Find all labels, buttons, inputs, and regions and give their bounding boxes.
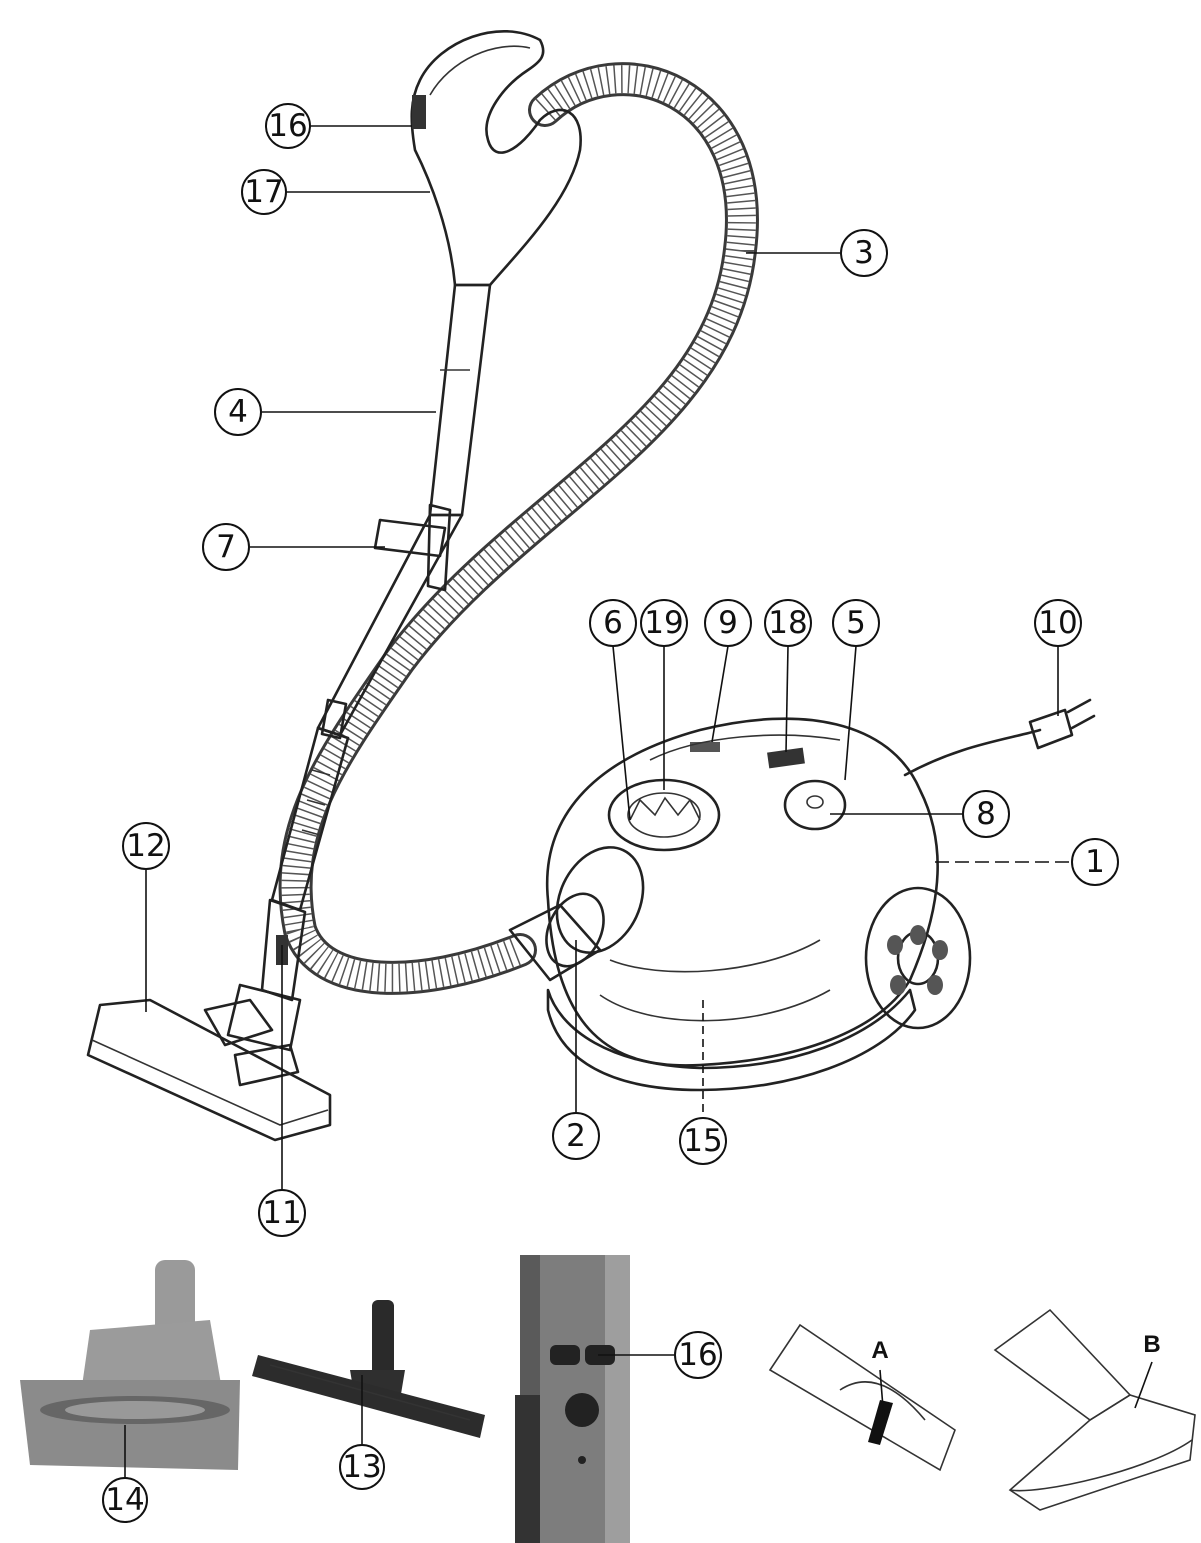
filter-cover — [607, 778, 721, 852]
upholstery-nozzle-B — [993, 1308, 1196, 1511]
parquet-brush-photo — [252, 1300, 485, 1438]
callout-6: 6 — [589, 599, 637, 647]
callout-3: 3 — [840, 229, 888, 277]
handle-button — [412, 95, 426, 129]
callout-label: 12 — [126, 828, 165, 864]
callout-17: 17 — [241, 169, 287, 215]
handle — [410, 30, 582, 287]
callout-label: 17 — [244, 174, 283, 210]
tube-clip — [373, 518, 447, 558]
callout-9: 9 — [704, 599, 752, 647]
cord-rewind-button — [783, 779, 847, 831]
callout-18: 18 — [764, 599, 812, 647]
callout-label: 1 — [1085, 844, 1105, 880]
callout-label: 6 — [603, 605, 623, 641]
callout-label: 15 — [683, 1123, 722, 1159]
callout-4: 4 — [214, 388, 262, 436]
power-cord — [903, 698, 1096, 777]
label-B: B — [1143, 1331, 1160, 1358]
callout-label: 13 — [342, 1449, 381, 1485]
callout-8: 8 — [962, 790, 1010, 838]
callout-label: 4 — [228, 394, 248, 430]
callout-label: 5 — [846, 605, 866, 641]
suction-slider — [767, 747, 805, 769]
label-A: A — [871, 1337, 888, 1364]
callout-2: 2 — [552, 1112, 600, 1160]
callout-15: 15 — [679, 1117, 727, 1165]
callout-5: 5 — [832, 599, 880, 647]
callout-label: 2 — [566, 1118, 586, 1154]
callout-label: 8 — [976, 796, 996, 832]
callout-16a: 16 — [265, 103, 311, 149]
callout-label: 9 — [718, 605, 738, 641]
hose — [278, 62, 759, 995]
callout-label: 7 — [216, 529, 236, 565]
callout-label: 18 — [768, 605, 807, 641]
rear-wheel — [864, 886, 972, 1030]
vacuum-body — [508, 717, 939, 1092]
callout-13: 13 — [339, 1444, 385, 1490]
leader-lines — [124, 125, 1153, 1478]
callout-14: 14 — [102, 1477, 148, 1523]
callout-1: 1 — [1071, 838, 1119, 886]
callout-label: 16 — [268, 108, 307, 144]
callout-label: 14 — [105, 1482, 144, 1518]
callout-label: 10 — [1038, 605, 1077, 641]
callout-label: 3 — [854, 235, 874, 271]
callout-16b: 16 — [674, 1331, 722, 1379]
callout-19: 19 — [640, 599, 688, 647]
turbo-brush-photo — [20, 1260, 240, 1470]
handle-detail-photo — [515, 1255, 630, 1543]
callout-label: 19 — [644, 605, 683, 641]
callout-label: 11 — [262, 1195, 301, 1231]
wand — [270, 283, 492, 912]
crevice-nozzle-A — [768, 1323, 956, 1472]
callout-7: 7 — [202, 523, 250, 571]
callout-11: 11 — [258, 1189, 306, 1237]
callout-12: 12 — [122, 822, 170, 870]
callout-10: 10 — [1034, 599, 1082, 647]
callout-label: 16 — [678, 1337, 717, 1373]
